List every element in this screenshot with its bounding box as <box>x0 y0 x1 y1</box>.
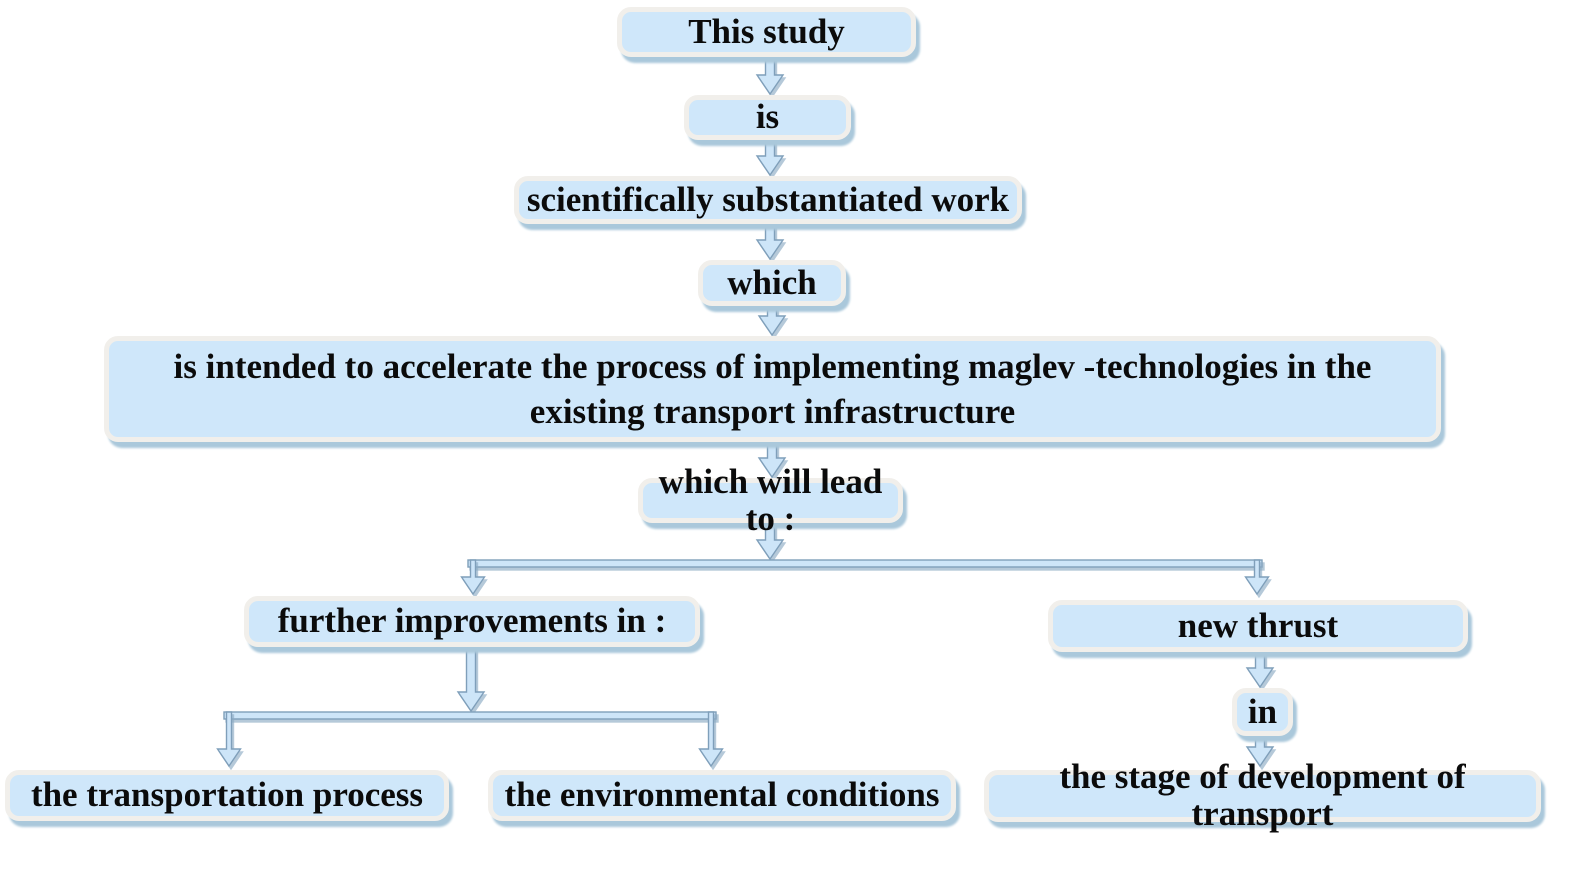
arrow-new-thrust-to-in <box>1245 651 1275 689</box>
node-further-improvements: further improvements in : <box>244 596 700 647</box>
node-is: is <box>684 95 851 140</box>
node-intended-to-accelerate-label: is intended to accelerate the process of… <box>173 346 1372 432</box>
arrow-which-to-intended <box>757 305 787 337</box>
node-substantiated-work-label: scientifically substantiated work <box>526 179 1010 219</box>
node-in-label: in <box>1247 691 1278 731</box>
node-which-will-lead-to-label: which will lead to : <box>658 461 883 538</box>
branch-bar-further <box>223 711 717 720</box>
node-environmental-conditions: the environmental conditions <box>488 770 956 821</box>
node-is-label: is <box>755 97 780 137</box>
node-further-improvements-label: further improvements in : <box>277 601 667 641</box>
arrow-in-to-stage <box>1245 735 1275 768</box>
arrow-is-to-substantiated <box>755 139 785 177</box>
arrow-intended-to-lead-to <box>757 441 787 479</box>
node-stage-of-development-label: the stage of development of transport <box>1059 757 1466 833</box>
connector-group <box>216 56 1275 768</box>
node-stage-of-development: the stage of development of transport <box>984 758 1541 832</box>
arrow-branch-to-environmental <box>698 711 724 768</box>
node-substantiated-work: scientifically substantiated work <box>514 176 1022 224</box>
arrow-branch-to-further <box>460 559 486 596</box>
arrow-further-to-branch-bar <box>456 646 486 713</box>
arrow-lead-to-to-branch-bar <box>755 522 785 561</box>
node-in: in <box>1232 688 1293 736</box>
node-this-study: This study <box>617 7 916 57</box>
arrow-substantiated-to-which <box>755 223 785 261</box>
node-environmental-conditions-label: the environmental conditions <box>504 775 940 815</box>
node-intended-to-accelerate: is intended to accelerate the process of… <box>104 336 1441 442</box>
node-which-label: which <box>727 262 817 302</box>
node-transportation-process: the transportation process <box>5 770 449 821</box>
node-this-study-label: This study <box>688 11 845 51</box>
node-which-will-lead-to: which will lead to : <box>638 463 903 536</box>
arrow-branch-to-new-thrust <box>1244 559 1270 596</box>
arrow-branch-to-transportation <box>216 711 242 768</box>
branch-bar-lead-to <box>467 559 1263 568</box>
node-transportation-process-label: the transportation process <box>30 775 424 815</box>
node-which: which <box>698 260 846 306</box>
node-new-thrust: new thrust <box>1048 600 1468 652</box>
arrow-this-study-to-is <box>755 56 785 96</box>
node-new-thrust-label: new thrust <box>1177 605 1339 645</box>
